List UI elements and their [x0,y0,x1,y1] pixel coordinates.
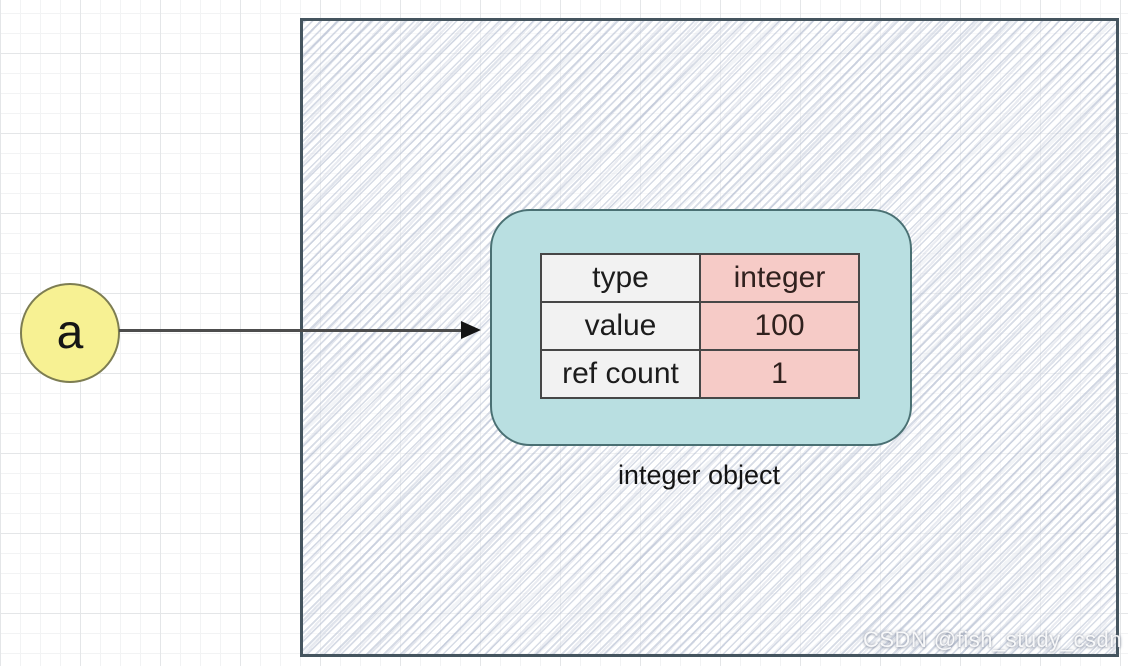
reference-arrow-line [119,329,465,332]
variable-label: a [56,306,84,359]
table-row: value 100 [540,301,860,351]
attr-value-type: integer [699,253,860,303]
attr-value-value: 100 [699,301,860,351]
object-caption: integer object [617,460,781,490]
attr-key-value: value [540,301,701,351]
attr-key-refcount: ref count [540,349,701,399]
reference-arrow-head-icon [461,321,481,339]
table-row: type integer [540,253,860,303]
attr-key-type: type [540,253,701,303]
variable-node: a [20,283,120,383]
watermark-text: CSDN @fish_study_csdn [862,627,1122,652]
object-attributes-table: type integer value 100 ref count 1 [540,253,860,399]
attr-value-refcount: 1 [699,349,860,399]
table-row: ref count 1 [540,349,860,399]
